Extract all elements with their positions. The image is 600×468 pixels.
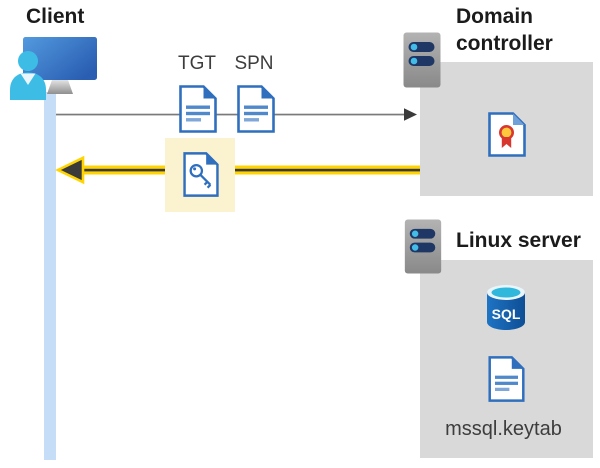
certificate-icon	[487, 111, 527, 158]
session-key-document-icon	[182, 151, 220, 198]
client-label: Client	[26, 5, 85, 28]
spn-label: SPN	[234, 53, 274, 74]
domain-controller-label: Domain controller	[456, 5, 553, 55]
client-timeline-bar	[44, 92, 56, 460]
keytab-document-icon	[487, 355, 526, 403]
domain-controller-server-icon	[403, 32, 441, 88]
keytab-filename-label: mssql.keytab	[445, 418, 562, 440]
tgt-document-icon	[178, 84, 218, 134]
tgt-label: TGT	[178, 53, 216, 74]
sql-database-icon: SQL	[486, 284, 526, 331]
request-arrow-right	[56, 106, 418, 123]
spn-document-icon	[236, 84, 276, 134]
linux-server-icon	[404, 219, 442, 274]
response-arrow-left	[50, 154, 420, 186]
linux-server-label: Linux server	[456, 229, 581, 252]
sql-badge-text: SQL	[492, 306, 521, 322]
client-user-monitor-icon	[8, 30, 100, 102]
